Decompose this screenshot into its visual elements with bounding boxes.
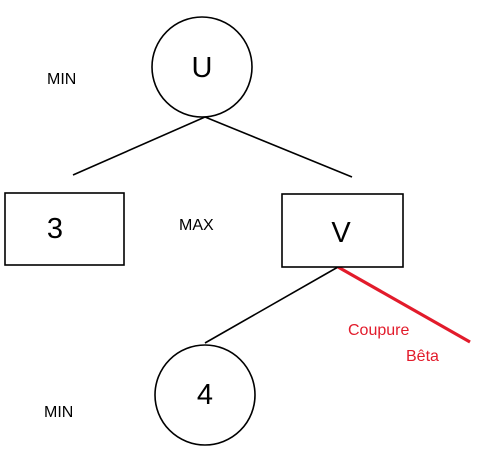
node-4-circle — [154, 344, 256, 446]
node-v-label: V — [331, 217, 351, 249]
node-3-box — [4, 192, 125, 266]
beta-cut-label-line1: Coupure — [348, 322, 409, 339]
beta-cut-label-line2: Bêta — [406, 348, 439, 365]
edge-u-to-3 — [72, 116, 206, 176]
level-label-top: MIN — [47, 71, 76, 88]
edge-u-to-v — [204, 116, 353, 178]
node-u-label: U — [192, 52, 213, 84]
level-label-middle: MAX — [179, 217, 214, 234]
node-u-circle — [151, 16, 253, 118]
node-4-label: 4 — [197, 379, 213, 411]
node-v-box — [281, 193, 404, 268]
beta-cut-line — [337, 265, 471, 344]
level-label-bottom: MIN — [44, 404, 73, 421]
edge-v-to-4 — [204, 266, 339, 344]
node-3-label: 3 — [47, 213, 63, 245]
